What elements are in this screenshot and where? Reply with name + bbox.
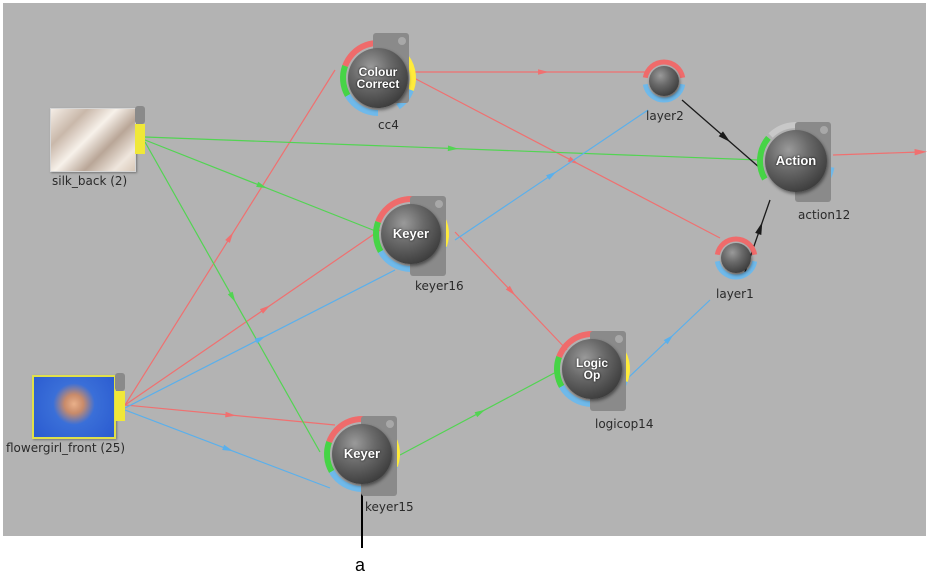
logic-op-title-line2: Op xyxy=(583,368,601,382)
colour-correct-back-port[interactable] xyxy=(340,65,351,97)
link-action-output-arrow xyxy=(914,148,927,156)
link-logic-op-to-layer1-arrow xyxy=(663,334,674,345)
keyer15-back-port[interactable] xyxy=(324,441,335,473)
link-colour-correct-to-layer1[interactable] xyxy=(413,77,721,239)
layer2-matte-port[interactable] xyxy=(642,83,686,103)
colour-correct-title-line2: Correct xyxy=(356,77,400,91)
keyer16-back-port[interactable] xyxy=(373,221,384,253)
link-keyer16-to-logic-op-arrow xyxy=(505,285,516,296)
layer2-front-port[interactable] xyxy=(642,59,686,79)
action-label: action12 xyxy=(798,208,851,222)
layer2-label: layer2 xyxy=(646,109,684,123)
callout-letter-a: a xyxy=(355,555,366,575)
link-flowergirl-to-colour-correct-arrow xyxy=(225,232,234,243)
link-silk-to-keyer15-arrow xyxy=(227,291,236,303)
keyer15-node[interactable]: Keyer xyxy=(332,424,392,484)
schematic-background xyxy=(3,3,926,536)
link-flowergirl-to-keyer16[interactable] xyxy=(124,229,381,406)
link-action-output[interactable] xyxy=(832,151,921,156)
silk-back-side-tab xyxy=(135,106,145,124)
logic-op-matte-port[interactable] xyxy=(559,384,593,407)
layer1-front-port[interactable] xyxy=(714,236,758,256)
logic-op-label: logicop14 xyxy=(595,417,654,431)
flowergirl-front-label: flowergirl_front (25) xyxy=(6,441,126,455)
silk-back-output-port[interactable] xyxy=(135,124,145,154)
keyer15-label: keyer15 xyxy=(365,500,414,514)
logic-op-title-line1: Logic xyxy=(576,356,608,370)
link-flowergirl-to-keyer16-arrow xyxy=(259,305,271,314)
flowergirl-front-output-port[interactable] xyxy=(115,391,125,421)
keyer16-label: keyer16 xyxy=(415,279,464,293)
link-keyer15-to-logic-op-arrow xyxy=(474,409,486,418)
action-title: Action xyxy=(775,153,817,168)
layer1-matte-port[interactable] xyxy=(714,260,758,280)
layer1-label: layer1 xyxy=(716,287,754,301)
keyer16-node[interactable]: Keyer xyxy=(381,204,441,264)
link-layer1-to-action-arrow xyxy=(755,222,763,235)
link-keyer16-to-layer2-arrow xyxy=(546,171,557,180)
flowergirl-front-side-tab xyxy=(115,373,125,391)
keyer16-matte-port[interactable] xyxy=(378,249,412,272)
link-flowergirl-to-keyer16-matte-arrow xyxy=(254,336,266,344)
link-flowergirl-to-keyer15-matte-arrow xyxy=(222,444,234,452)
silk-back-clip-thumbnail[interactable] xyxy=(50,108,136,172)
keyer16-title: Keyer xyxy=(392,226,430,241)
layer1-node[interactable] xyxy=(721,243,751,273)
link-silk-to-keyer16-arrow xyxy=(256,181,268,189)
action-node[interactable]: Action xyxy=(765,130,827,192)
silk-back-label: silk_back (2) xyxy=(52,174,128,188)
flowergirl-front-clip-thumbnail[interactable] xyxy=(32,375,116,439)
layer2-node[interactable] xyxy=(649,66,679,96)
keyer15-matte-port[interactable] xyxy=(329,469,363,492)
colour-correct-title-line1: Colour xyxy=(358,65,398,79)
link-flowergirl-to-keyer15-arrow xyxy=(225,411,236,418)
connection-links xyxy=(124,69,927,489)
colour-correct-matte-port[interactable] xyxy=(345,93,379,116)
keyer15-title: Keyer xyxy=(343,446,381,461)
action-input-port[interactable] xyxy=(757,135,771,181)
colour-correct-label: cc4 xyxy=(378,118,399,132)
link-layer2-to-action-arrow xyxy=(718,131,731,142)
logic-op-back-port[interactable] xyxy=(554,356,565,388)
link-colour-correct-to-layer2-arrow xyxy=(538,69,549,75)
link-silk-to-action-arrow xyxy=(447,145,459,152)
